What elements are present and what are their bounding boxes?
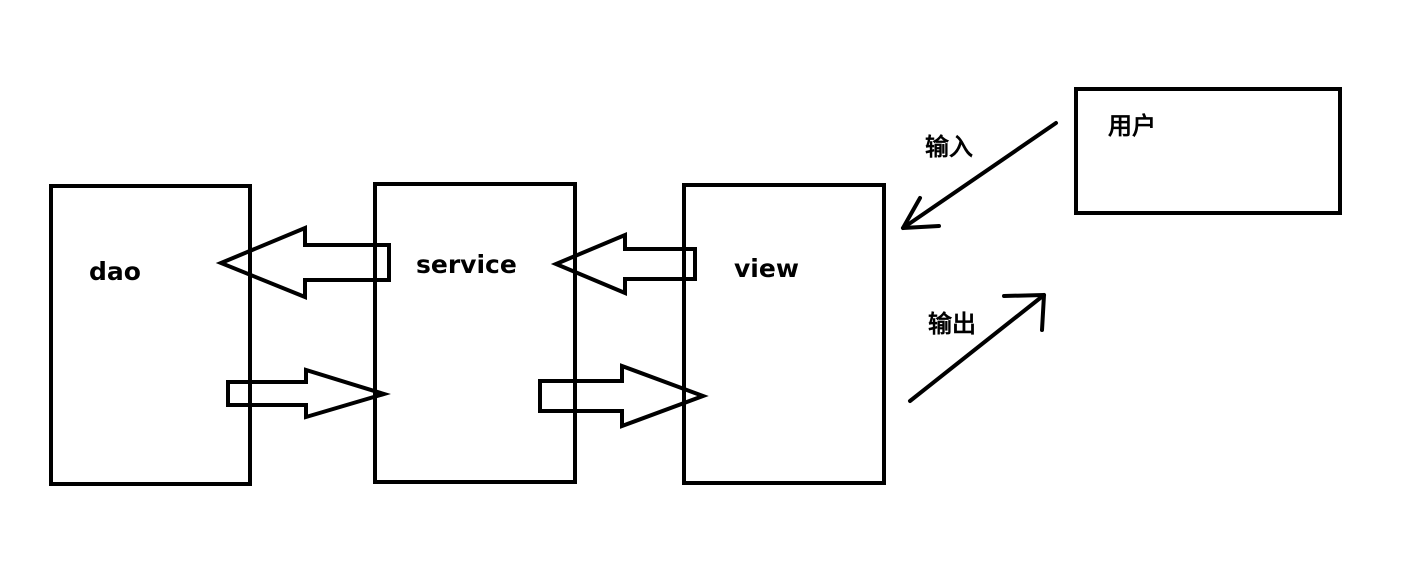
view-to-service-arrow: [550, 231, 697, 297]
output-arrow-shaft: [908, 293, 1046, 403]
user-node: 用户: [1074, 87, 1342, 215]
service-label: service: [416, 250, 517, 279]
service-box: [373, 182, 577, 484]
input-arrow-shaft: [901, 121, 1058, 230]
dao-box: [49, 184, 252, 486]
service-node: service: [373, 182, 577, 484]
input-arrow: 输入: [901, 121, 1058, 230]
dao-node: dao: [49, 184, 252, 486]
view-box: [682, 183, 886, 485]
input-arrow-head: [901, 196, 941, 230]
service-to-dao-arrow: [215, 225, 391, 300]
output-label: 输出: [928, 310, 976, 338]
user-box: [1074, 87, 1342, 215]
view-node: view: [682, 183, 886, 485]
user-label: 用户: [1108, 112, 1156, 140]
dao-to-service-arrow: [226, 367, 391, 420]
dao-label: dao: [89, 257, 141, 286]
input-label: 输入: [925, 133, 973, 161]
output-arrow: 输出: [908, 293, 1046, 403]
view-label: view: [734, 254, 799, 283]
service-to-view-arrow: [538, 363, 709, 429]
output-arrow-head: [1002, 293, 1046, 332]
